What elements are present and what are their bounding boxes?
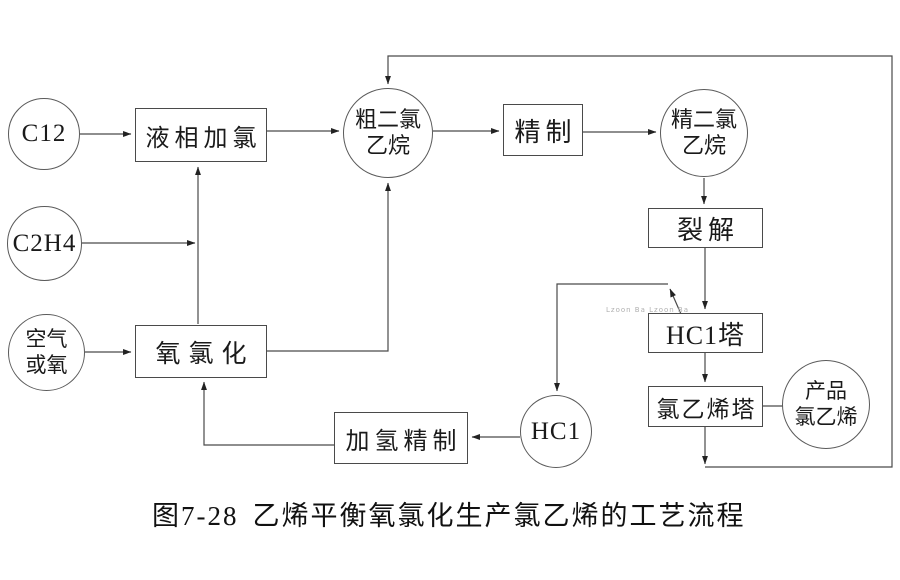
crude-edc-label-line1: 粗二氯 xyxy=(354,106,421,132)
box-refining: 精制 xyxy=(503,104,583,156)
box-cracking: 裂解 xyxy=(648,208,763,248)
node-air-or-oxygen-feed: 空气 或氧 xyxy=(8,314,85,391)
hydro-refining-label: 加氢精制 xyxy=(345,428,462,455)
vcm-tower-label: 氯乙烯塔 xyxy=(656,396,757,422)
flow-edc-recycle-loop xyxy=(385,55,893,468)
hcl-tower-label: HC1塔 xyxy=(665,320,746,350)
cracking-label: 裂解 xyxy=(676,215,739,245)
figure-caption: 图7-28 乙烯平衡氧氯化生产氯乙烯的工艺流程 xyxy=(152,494,746,533)
box-liquid-chlorination: 液相加氯 xyxy=(135,108,267,162)
flow-overhead-to-hcl-stream xyxy=(554,283,668,392)
pure-edc-label-line1: 精二氯 xyxy=(670,106,737,132)
oxychlorination-label: 氧氯化 xyxy=(155,340,255,368)
flow-oxychlorination-to-crude-edc xyxy=(267,182,391,352)
box-hydro-refining: 加氢精制 xyxy=(334,412,468,464)
node-ethylene-feed: C2H4 xyxy=(7,206,82,281)
pure-edc-label-line2: 乙烷 xyxy=(681,133,726,158)
liquid-chlorination-label: 液相加氯 xyxy=(145,125,262,152)
hcl-stream-label: HC1 xyxy=(530,417,582,445)
box-vcm-tower: 氯乙烯塔 xyxy=(648,386,763,427)
figure-title: 乙烯平衡氧氯化生产氯乙烯的工艺流程 xyxy=(252,501,746,531)
product-vcm-label-line1: 产品 xyxy=(805,379,847,404)
air-label-line2: 或氧 xyxy=(25,352,68,377)
flow-hydro-refining-to-oxychlorination xyxy=(201,381,334,446)
ethylene-label: C2H4 xyxy=(12,229,77,257)
crude-edc-label-line2: 乙烷 xyxy=(365,133,410,158)
box-hcl-tower: HC1塔 xyxy=(648,313,763,353)
product-vcm-label-line2: 氯乙烯 xyxy=(794,404,858,429)
cl2-label: C12 xyxy=(21,120,67,147)
scan-watermark-artifact: Lzoon Ba Lzoon Ba xyxy=(606,306,690,314)
node-hcl-stream: HC1 xyxy=(520,395,592,468)
node-product-vcm: 产品 氯乙烯 xyxy=(782,360,870,449)
air-label-line1: 空气 xyxy=(25,327,68,352)
figure-number: 图7-28 xyxy=(152,501,239,531)
flow-hcl-tower-overhead-diagonal xyxy=(669,288,682,315)
box-oxychlorination: 氧氯化 xyxy=(135,325,267,378)
node-crude-edc: 粗二氯 乙烷 xyxy=(343,88,433,178)
node-cl2-feed: C12 xyxy=(8,98,80,170)
refining-label: 精制 xyxy=(514,117,577,147)
node-pure-edc: 精二氯 乙烷 xyxy=(660,89,748,177)
